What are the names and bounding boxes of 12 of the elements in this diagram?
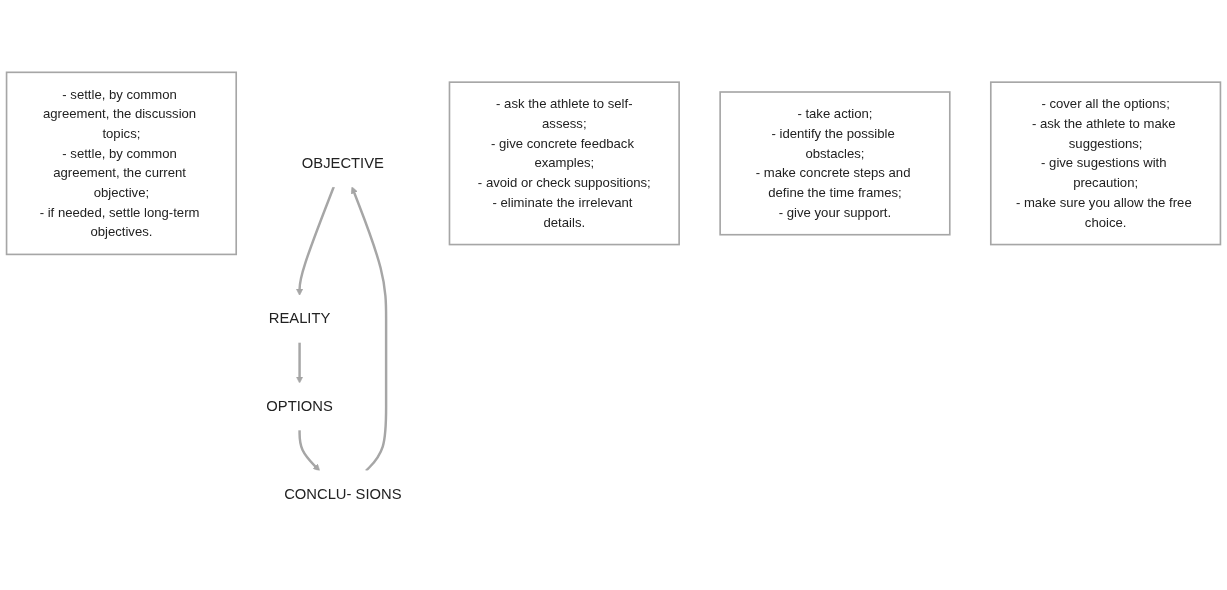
node-text: CONCLU- SIONS xyxy=(284,485,402,503)
arrow xyxy=(295,186,335,296)
node-box: - ask the athlete to self-assess; - give concrete feedback examples; - avoid or check suppositions; - eliminate the irrelevant details. xyxy=(448,81,680,246)
node-box: - settle, by common agreement, the discussion topics; - settle, by common agreement, the current objective; - if needed, settle long-term objectives. xyxy=(5,71,238,256)
node-box: - take action; - identify the possible obstacles; - make concrete steps and define the time frames; - give your support. xyxy=(719,91,951,236)
arrow xyxy=(295,342,304,384)
arrow xyxy=(298,429,321,472)
node-text: REALITY xyxy=(268,310,331,327)
node-box: - cover all the options; - ask the athlete to make suggestions; - give sugestions with precaution; - make sure you allow the free choice. xyxy=(989,81,1222,246)
arrow xyxy=(350,186,388,472)
node-text: OBJECTIVE xyxy=(301,154,384,172)
node-text: OPTIONS xyxy=(266,397,333,415)
